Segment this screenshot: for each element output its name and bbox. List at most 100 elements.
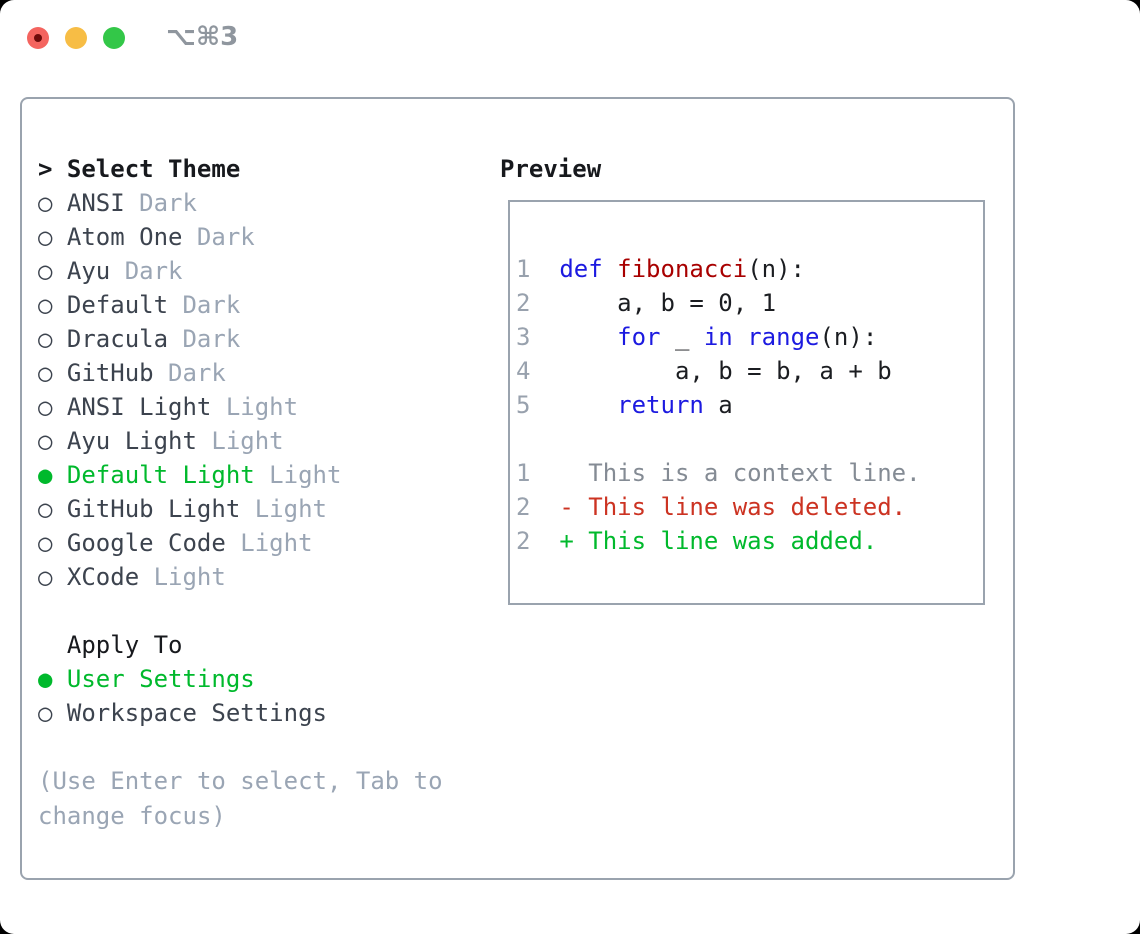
select-theme-header: > Select Theme — [38, 152, 472, 186]
blank-line — [516, 422, 983, 456]
focus-prompt-icon: > — [38, 155, 53, 183]
keyword-token: return — [617, 391, 704, 419]
radio-unselected-icon: ○ — [38, 189, 53, 217]
theme-variant-label: Light — [211, 427, 284, 455]
theme-option-google-code-light[interactable]: ○ Google Code Light — [38, 526, 472, 560]
code-token: a, b = b, a + b — [559, 357, 892, 385]
radio-unselected-icon: ○ — [38, 529, 53, 557]
theme-option-label: Default Light — [66, 461, 255, 489]
theme-option-github-light-light[interactable]: ○ GitHub Light Light — [38, 492, 472, 526]
line-number: 2 — [516, 493, 531, 521]
theme-variant-label: Dark — [139, 189, 197, 217]
code-content: return a — [559, 388, 733, 422]
code-content: def fibonacci(n): — [559, 252, 805, 286]
line-number: 4 — [516, 357, 531, 385]
diff-deleted-text: - This line was deleted. — [559, 493, 907, 521]
code-line-3: 3 for _ in range(n): — [516, 320, 983, 354]
code-token: a, b = 0, 1 — [559, 289, 777, 317]
code-content: a, b = b, a + b — [559, 354, 892, 388]
code-token: a — [703, 391, 733, 419]
keyboard-hint: (Use Enter to select, Tab to change focu… — [38, 767, 443, 830]
keyword-token: for — [617, 323, 661, 351]
theme-variant-label: Dark — [182, 291, 241, 319]
radio-selected-icon: ● — [38, 665, 53, 693]
keyword-token: range — [747, 323, 820, 351]
code-token: (n): — [819, 323, 878, 351]
line-number: 2 — [516, 527, 531, 555]
apply-option-label: Workspace Settings — [66, 699, 327, 727]
code-line-1: 1 def fibonacci(n): — [516, 252, 983, 286]
apply-option-label: User Settings — [66, 665, 255, 693]
code-token — [603, 255, 617, 283]
select-theme-title: Select Theme — [66, 155, 241, 183]
theme-option-label: GitHub Light — [66, 495, 241, 523]
diff-preview: 1 This is a context line. 2 - This line wa… — [516, 456, 983, 558]
line-number: 1 — [516, 255, 531, 283]
apply-to-header: Apply To — [38, 628, 472, 662]
radio-unselected-icon: ○ — [38, 291, 53, 319]
spacer — [38, 730, 472, 764]
preview-title: Preview — [500, 155, 602, 183]
theme-variant-label: Light — [225, 393, 299, 421]
close-button-dot-icon — [34, 34, 42, 42]
theme-option-label: Dracula — [66, 325, 169, 353]
diff-content: This is a context line. — [559, 456, 920, 490]
radio-unselected-icon: ○ — [38, 223, 53, 251]
diff-context-text: This is a context line. — [559, 459, 921, 487]
apply-option-user-settings[interactable]: ● User Settings — [38, 662, 472, 696]
radio-unselected-icon: ○ — [38, 699, 53, 727]
line-number: 3 — [516, 323, 531, 351]
keyword-token: def — [559, 255, 603, 283]
code-token: _ — [660, 323, 704, 351]
theme-variant-label: Light — [254, 495, 327, 523]
code-token: (n): — [747, 255, 805, 283]
code-content: a, b = 0, 1 — [559, 286, 776, 320]
radio-unselected-icon: ○ — [38, 325, 53, 353]
theme-option-github-dark[interactable]: ○ GitHub Dark — [38, 356, 472, 390]
apply-to-indent — [38, 628, 67, 662]
radio-unselected-icon: ○ — [38, 563, 53, 591]
apply-to-title: Apply To — [66, 631, 183, 659]
minimize-button[interactable] — [65, 27, 87, 49]
radio-selected-icon: ● — [38, 461, 53, 489]
theme-variant-label: Light — [153, 563, 226, 591]
diff-added-text: + This line was added. — [559, 527, 878, 555]
theme-variant-label: Light — [240, 529, 313, 557]
code-content: for _ in range(n): — [559, 320, 877, 354]
theme-option-label: Google Code — [66, 529, 226, 557]
keyword-token: in — [703, 323, 733, 351]
titlebar — [27, 27, 125, 49]
theme-option-label: Ayu Light — [66, 427, 197, 455]
code-token — [733, 323, 747, 351]
radio-unselected-icon: ○ — [38, 495, 53, 523]
diff-content: + This line was added. — [559, 524, 877, 558]
theme-variant-label: Dark — [124, 257, 183, 285]
zoom-button[interactable] — [103, 27, 125, 49]
radio-unselected-icon: ○ — [38, 359, 53, 387]
apply-option-workspace-settings[interactable]: ○ Workspace Settings — [38, 696, 472, 730]
function-token: fibonacci — [617, 255, 748, 283]
close-button[interactable] — [27, 27, 49, 49]
theme-option-label: GitHub — [66, 359, 154, 387]
line-number: 2 — [516, 289, 531, 317]
code-line-5: 5 return a — [516, 388, 983, 422]
line-number: 1 — [516, 459, 531, 487]
theme-option-ansi-dark[interactable]: ○ ANSI Dark — [38, 186, 472, 220]
theme-variant-label: Dark — [168, 359, 226, 387]
radio-unselected-icon: ○ — [38, 393, 53, 421]
theme-option-label: ANSI — [66, 189, 125, 217]
